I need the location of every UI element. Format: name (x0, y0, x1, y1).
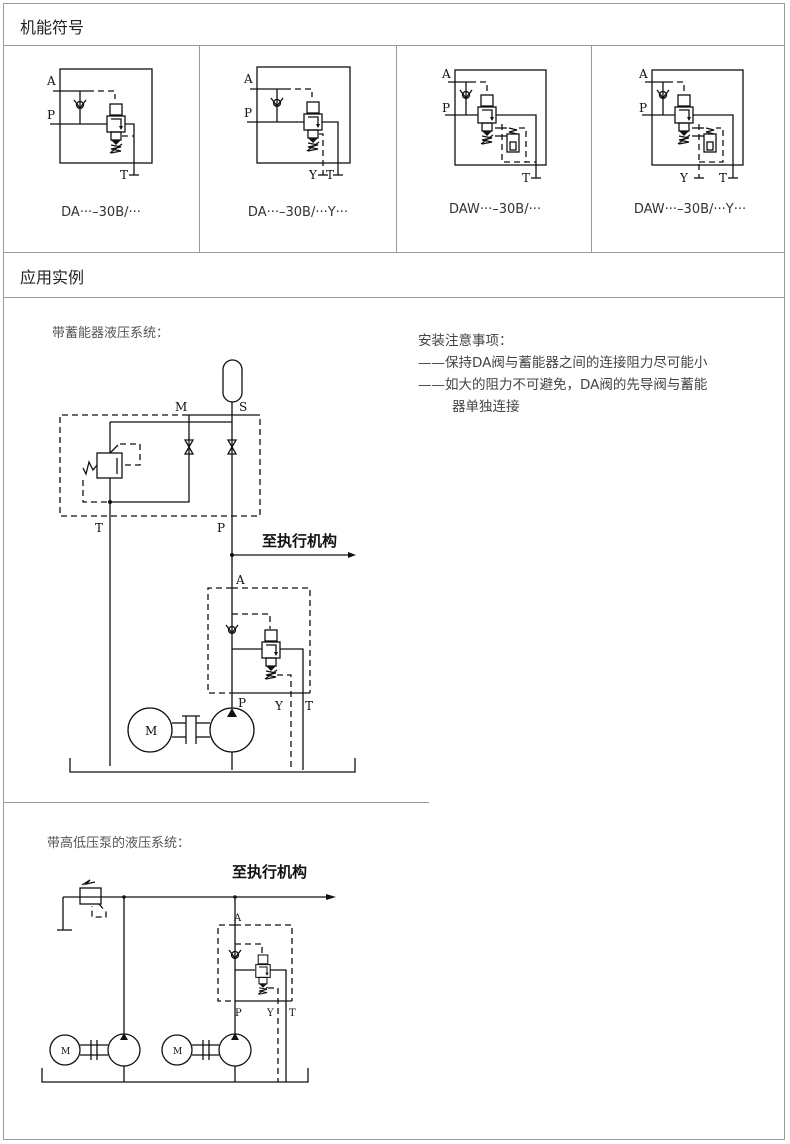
note-item: 器单独连接 (452, 399, 520, 415)
symbol-daw: A P T (441, 67, 547, 185)
port-label: T (95, 521, 103, 535)
tank-icon (41, 1068, 309, 1083)
section-title-symbols: 机能符号 (20, 18, 85, 37)
port-label: S (239, 400, 247, 414)
port-label: P (217, 521, 225, 535)
note-item: ——如大的阻力不可避免，DA阀的先导阀与蓄能 (418, 377, 708, 393)
port-label: P (235, 1008, 242, 1019)
port-label: A (441, 67, 451, 81)
pressure-valve-icon (303, 101, 323, 152)
pressure-valve-icon (261, 629, 281, 680)
port-label: Y (679, 171, 689, 185)
pressure-valve-icon (477, 94, 497, 145)
symbol-da: A P T (46, 68, 153, 182)
port-label: T (289, 1008, 296, 1019)
tank-icon (69, 758, 356, 773)
port-label: T (719, 171, 727, 185)
port-label: T (120, 168, 128, 182)
symbol-caption: DA···–30B/···Y··· (247, 205, 349, 220)
solenoid-valve-icon (703, 127, 717, 153)
relief-valve-icon (96, 452, 123, 479)
solenoid-valve-icon (506, 127, 520, 153)
example1-title: 带蓄能器液压系统： (52, 326, 170, 341)
divider (3, 252, 785, 253)
port-label: A (233, 913, 242, 924)
symbol-da-y: A P Y T (243, 66, 351, 182)
pressure-valve-icon (674, 94, 694, 145)
port-label: P (639, 101, 647, 115)
port-label: M (61, 1047, 70, 1057)
divider (3, 297, 785, 298)
port-label: P (244, 106, 252, 120)
port-label: A (235, 573, 245, 587)
divider (3, 802, 429, 803)
port-label: A (46, 74, 56, 88)
symbol-caption: DA···–30B/··· (61, 205, 141, 220)
divider (3, 45, 785, 46)
port-label: A (243, 72, 253, 86)
notes-title: 安装注意事项： (418, 333, 513, 349)
dual-pump-system-diagram: 至执行机构 M M A P Y (41, 863, 336, 1083)
accumulator-system-diagram: S M T P 至执行机构 A P Y T (59, 359, 356, 773)
symbol-caption: DAW···–30B/···Y··· (633, 202, 747, 217)
section-title-applications: 应用实例 (20, 268, 85, 287)
motor-icon (49, 1034, 81, 1066)
page-frame (3, 3, 785, 1140)
port-label: T (522, 171, 530, 185)
example2-title: 带高低压泵的液压系统： (47, 836, 191, 851)
accumulator-icon (222, 359, 243, 403)
divider (591, 45, 592, 252)
port-label: T (326, 168, 334, 182)
arrow-icon (348, 552, 356, 558)
port-label: Y (274, 699, 284, 713)
port-label: 至执行机构 (262, 532, 337, 550)
relief-valve-icon (79, 887, 102, 905)
port-label: 至执行机构 (232, 863, 307, 881)
port-label: P (442, 101, 450, 115)
symbol-caption: DAW···–30B/··· (449, 202, 541, 217)
pressure-valve-icon (106, 103, 126, 154)
divider (199, 45, 200, 252)
port-label: M (173, 1047, 182, 1057)
motor-icon (161, 1034, 193, 1066)
port-label: A (638, 67, 648, 81)
port-label: P (238, 696, 246, 710)
port-label: T (305, 699, 313, 713)
port-label: P (47, 108, 55, 122)
port-label: Y (266, 1008, 274, 1019)
arrow-icon (326, 894, 336, 900)
port-label: Y (308, 168, 318, 182)
motor-icon (127, 707, 173, 753)
note-item: ——保持DA阀与蓄能器之间的连接阻力尽可能小 (418, 355, 708, 371)
divider (396, 45, 397, 252)
symbol-daw-y: Y A P T (638, 67, 744, 185)
port-label: M (175, 400, 187, 414)
port-label: M (145, 724, 157, 738)
